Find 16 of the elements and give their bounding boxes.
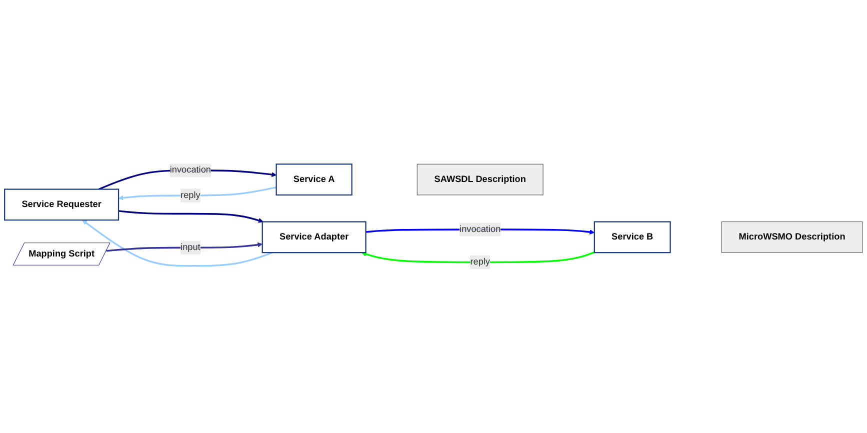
edge-label: reply bbox=[470, 257, 490, 267]
node-box: Service Adapter bbox=[262, 221, 366, 254]
edge-label: invocation bbox=[170, 165, 211, 176]
node-box: Service A bbox=[276, 164, 352, 196]
arrow bbox=[361, 252, 595, 264]
edge-label: invocation bbox=[460, 224, 501, 234]
node-box: SAWSDL Description bbox=[416, 164, 544, 196]
arrow bbox=[118, 186, 276, 200]
arrow bbox=[82, 220, 273, 267]
node-box: Service B bbox=[594, 221, 671, 254]
edge-label: reply bbox=[180, 190, 200, 200]
arrow bbox=[106, 242, 263, 252]
edge-label: input bbox=[180, 242, 200, 252]
arrow bbox=[118, 210, 264, 223]
node-box: Service Requester bbox=[4, 188, 120, 221]
node-box: MicroWSMO Description bbox=[721, 222, 863, 254]
